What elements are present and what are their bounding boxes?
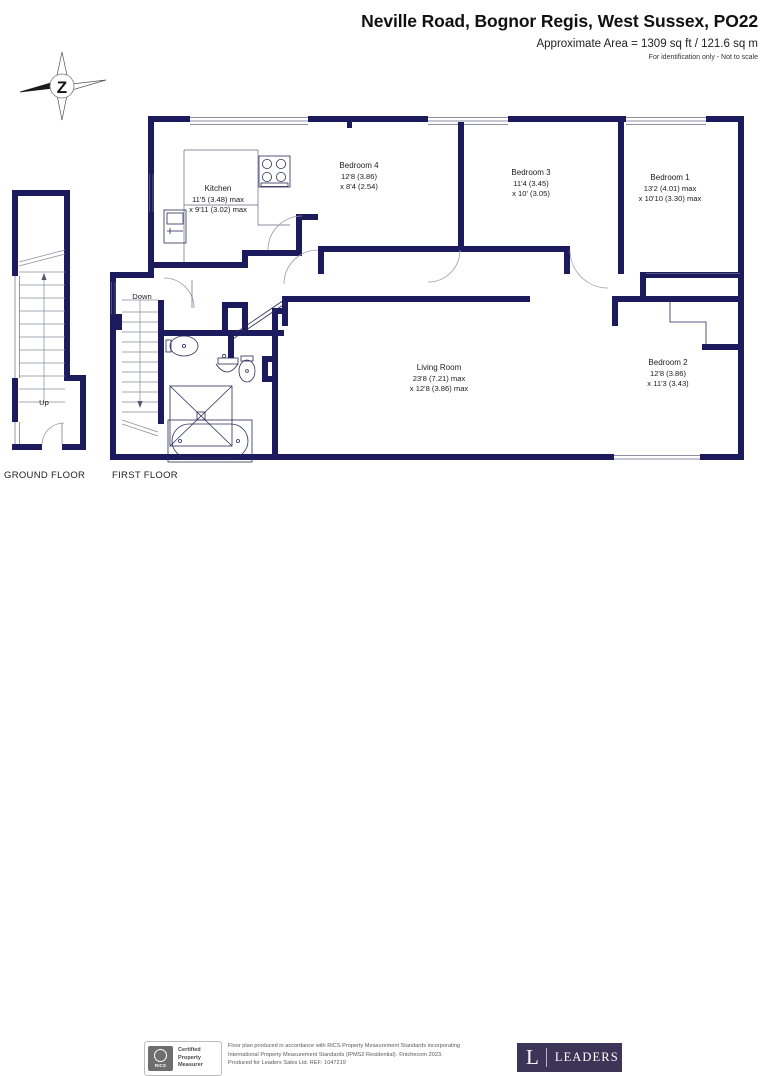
compass-letter: Z (57, 78, 67, 97)
bedroom4-dim2: x 8'4 (2.54) (340, 181, 378, 191)
footer-line-3: Produced for Leaders Sales Ltd. REF: 104… (228, 1060, 346, 1067)
window-top-2 (428, 117, 508, 125)
footer: RICS Certified Property Measurer Floor p… (0, 516, 768, 1076)
bedroom2-name: Bedroom 2 (648, 358, 688, 367)
area-summary: Approximate Area = 1309 sq ft / 121.6 sq… (536, 38, 758, 51)
page-title: Neville Road, Bognor Regis, West Sussex,… (361, 11, 758, 31)
rics-emblem (154, 1049, 167, 1062)
footer-line-1: Floor plan produced in accordance with R… (228, 1043, 460, 1049)
leaders-logo: L LEADERS (517, 1043, 622, 1072)
bedroom1-name: Bedroom 1 (650, 173, 690, 182)
scale-disclaimer: For identification only - Not to scale (648, 54, 758, 62)
toilet-icon-2 (238, 355, 256, 383)
stair-label-down: Down (132, 292, 152, 301)
room-label-bedroom-3: Bedroom 3 11'4 (3.45) x 10' (3.05) (486, 168, 576, 199)
rics-line-1: Certified (178, 1046, 201, 1053)
kitchen-dim1: 11'5 (3.48) max (192, 194, 244, 204)
footer-disclaimer: Floor plan produced in accordance with R… (228, 1042, 518, 1068)
wall-bed4-bed3 (458, 122, 464, 252)
footer-line-2: International Property Measurement Stand… (228, 1051, 443, 1058)
leaders-divider (545, 1048, 547, 1067)
window-top-1 (190, 117, 308, 125)
bedroom2-dim2: x 11'3 (3.43) (647, 378, 689, 388)
rics-certified-badge: RICS Certified Property Measurer (144, 1041, 222, 1076)
rics-badge-text: Certified Property Measurer (178, 1047, 203, 1071)
room-label-living-room: Living Room 23'8 (7.21) max x 12'8 (3.86… (384, 363, 494, 394)
floorplan-drawing: .w{fill:#1b1b5e;} .fx{fill:none;stroke:#… (0, 0, 768, 500)
down-staircase (121, 299, 159, 437)
stair-label-up: Up (39, 398, 49, 407)
kitchen-name: Kitchen (204, 184, 232, 193)
kitchen-dim2: x 9'11 (3.02) max (189, 204, 247, 214)
north-compass-icon: Z (14, 50, 110, 122)
bedroom3-dim2: x 10' (3.05) (512, 188, 550, 198)
first-floor-label: FIRST FLOOR (112, 470, 178, 481)
bedroom1-dim2: x 10'10 (3.30) max (638, 193, 702, 203)
hob-icon (258, 155, 291, 188)
rics-mark-text: RICS (154, 1063, 167, 1068)
rics-line-2: Property (178, 1054, 202, 1061)
ground-staircase (18, 249, 66, 403)
window-bottom-1 (614, 455, 700, 460)
rics-logo-icon: RICS (148, 1046, 173, 1071)
room-label-bedroom-1: Bedroom 1 13'2 (4.01) max x 10'10 (3.30)… (615, 173, 725, 204)
leaders-monogram: L (526, 1045, 539, 1069)
ground-floor-label: GROUND FLOOR (4, 470, 86, 481)
room-label-kitchen: Kitchen 11'5 (3.48) max x 9'11 (3.02) ma… (166, 184, 270, 215)
rics-line-3: Measurer (178, 1062, 203, 1069)
bedroom1-dim1: 13'2 (4.01) max (643, 183, 697, 193)
livingroom-dim2: x 12'8 (3.86) max (409, 383, 469, 393)
bedroom3-name: Bedroom 3 (511, 168, 551, 177)
room-label-bedroom-2: Bedroom 2 12'8 (3.86) x 11'3 (3.43) (623, 358, 713, 389)
livingroom-name: Living Room (416, 363, 462, 372)
kitchen-room (148, 149, 318, 268)
wall-living-top-right (612, 296, 740, 302)
first-floor-landing (116, 272, 195, 437)
header: Neville Road, Bognor Regis, West Sussex,… (218, 11, 758, 62)
window-left-1 (111, 282, 116, 314)
wall-bed3-bed1 (618, 122, 624, 274)
sink-icon (215, 353, 239, 373)
bedroom4-name: Bedroom 4 (339, 161, 379, 170)
window-kitchen-left (149, 174, 154, 212)
first-floor-plan (110, 116, 744, 463)
leaders-wordmark: LEADERS (554, 1050, 619, 1064)
bedroom4-dim1: 12'8 (3.86) (340, 171, 378, 181)
bath-icon (167, 419, 253, 463)
appliance-icon (163, 209, 187, 244)
bedroom3-dim1: 11'4 (3.45) (513, 178, 549, 188)
room-label-bedroom-4: Bedroom 4 12'8 (3.86) x 8'4 (2.54) (314, 161, 404, 192)
ground-floor-plan (12, 190, 86, 450)
window-top-3 (626, 117, 706, 125)
livingroom-dim1: 23'8 (7.21) max (412, 373, 466, 383)
bathroom-area (164, 302, 284, 447)
toilet-icon-1 (165, 335, 199, 357)
bedroom2-dim1: 12'8 (3.86) (649, 368, 687, 378)
wall-living-top-left (282, 296, 530, 302)
shower-icon (169, 385, 233, 447)
